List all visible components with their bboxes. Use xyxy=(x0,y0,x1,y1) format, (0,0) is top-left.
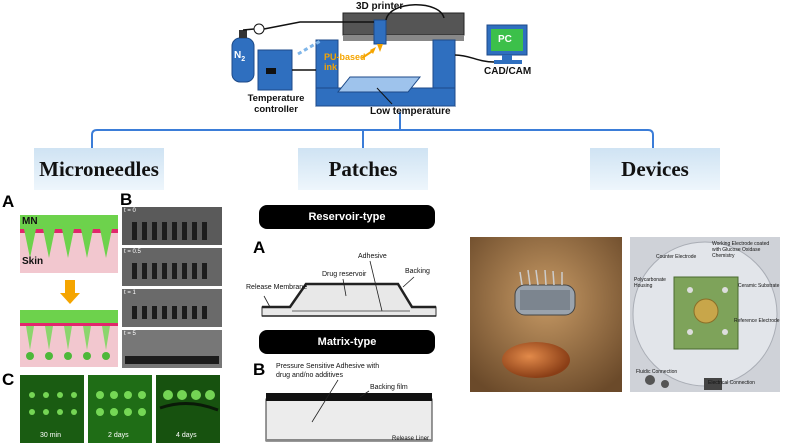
release-membrane-label: Release Membrane xyxy=(246,284,308,291)
c-time-2: 4 days xyxy=(176,432,197,439)
patch-label-b: B xyxy=(253,360,266,379)
mn-label-b: B xyxy=(120,190,133,209)
gas-text: N xyxy=(234,50,242,61)
temp-controller-label: Temperature controller xyxy=(247,93,305,115)
gas-subscript: 2 xyxy=(241,56,246,63)
category-devices: Devices xyxy=(590,148,720,190)
polycarbonate-label: Polycarbonate Housing xyxy=(634,277,666,289)
electrical-label: Electrical Connection xyxy=(708,380,755,386)
c-time-0: 30 min xyxy=(40,432,62,439)
cad-label: CAD/CAM xyxy=(484,66,532,77)
reservoir-type-pill: Reservoir-type xyxy=(259,205,435,229)
backing-film-label: Backing film xyxy=(370,384,408,391)
drug-reservoir-label: Drug reservoir xyxy=(322,271,367,278)
adhesive-label: Adhesive xyxy=(358,253,387,260)
printer-title: 3D printer xyxy=(356,1,404,12)
working-electrode-label: Working Electrode coated with Glucose Ox… xyxy=(712,241,770,259)
b-time-3: t = 5 xyxy=(124,331,136,337)
skin-text: Skin xyxy=(22,256,44,267)
matrix-type-pill: Matrix-type xyxy=(259,330,435,354)
category-patches: Patches xyxy=(298,148,428,190)
c-time-1: 2 days xyxy=(108,432,129,439)
ceramic-label: Ceramic Substrate xyxy=(738,283,780,289)
backing-label: Backing xyxy=(405,268,430,275)
category-microneedles: Microneedles xyxy=(34,148,164,190)
b-time-1: t = 0.5 xyxy=(124,249,141,255)
gas-label: N2 xyxy=(234,50,245,63)
mn-label-a: A xyxy=(2,192,15,211)
mn-label-c: C xyxy=(2,370,15,389)
mn-text: MN xyxy=(22,216,38,227)
release-liner-label: Release Liner xyxy=(392,436,430,442)
patch-label-a: A xyxy=(253,238,266,257)
b-time-2: t = 1 xyxy=(124,290,136,296)
reference-electrode-label: Reference Electrode xyxy=(734,318,780,324)
fluidic-label: Fluidic Connection xyxy=(636,369,678,375)
low-temp-label: Low temperature xyxy=(370,106,451,117)
b-time-0: t = 0 xyxy=(124,208,136,214)
ink-label: PU-based ink xyxy=(324,52,366,72)
counter-electrode-label: Counter Electrode xyxy=(656,254,697,260)
psa-label: Pressure Sensitive Adhesive with drug an… xyxy=(276,363,380,379)
pc-label: PC xyxy=(498,34,512,45)
